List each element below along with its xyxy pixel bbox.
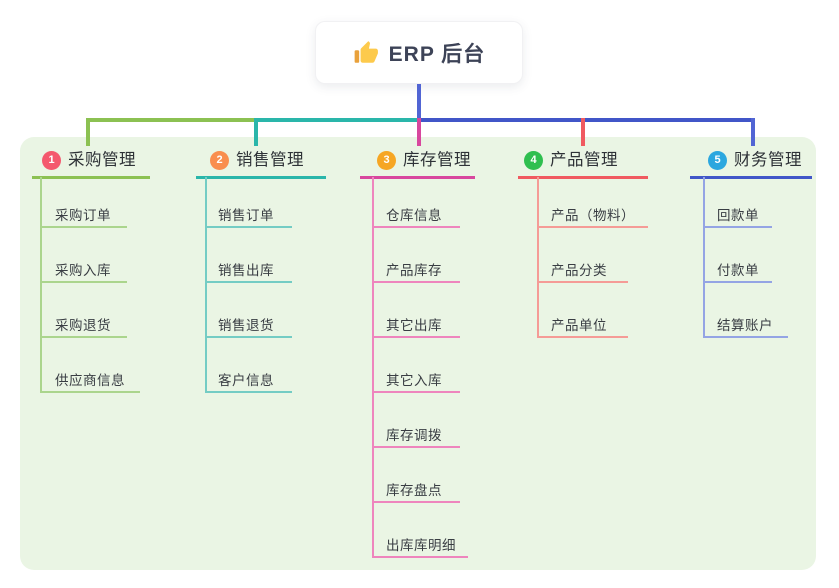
branch-label: 库存管理 (403, 151, 471, 169)
mindmap-node-item[interactable]: 销售订单 (218, 208, 274, 223)
node-underline (372, 446, 460, 448)
drop-line-product (581, 118, 585, 146)
mindmap-node-item[interactable]: 付款单 (717, 263, 759, 278)
mindmap-node-item[interactable]: 回款单 (717, 208, 759, 223)
drop-line-sales (254, 118, 258, 146)
mindmap-node-item[interactable]: 仓库信息 (386, 208, 442, 223)
node-underline (537, 281, 628, 283)
node-underline (372, 556, 468, 558)
node-underline (372, 501, 460, 503)
branch-badge: 2 (210, 151, 229, 170)
drop-line-purchase (86, 118, 90, 146)
branch-underline (690, 176, 812, 179)
top-connector-segment-green (86, 118, 256, 122)
mindmap-node-item[interactable]: 产品分类 (551, 263, 607, 278)
node-underline (40, 336, 127, 338)
branch-underline (360, 176, 475, 179)
mindmap-node-item[interactable]: 出库库明细 (386, 538, 456, 553)
subtree-line (40, 177, 42, 393)
branch-label: 产品管理 (550, 151, 618, 169)
subtree-line (703, 177, 705, 338)
mindmap-node-item[interactable]: 产品（物料） (551, 208, 635, 223)
mindmap-node-item[interactable]: 库存盘点 (386, 483, 442, 498)
node-underline (205, 226, 292, 228)
branch-label: 采购管理 (68, 151, 136, 169)
node-underline (205, 281, 292, 283)
top-connector-segment-blue (417, 118, 755, 122)
branch-underline (518, 176, 648, 179)
mindmap-node-item[interactable]: 库存调拨 (386, 428, 442, 443)
mindmap-node-item[interactable]: 其它出库 (386, 318, 442, 333)
node-underline (40, 391, 140, 393)
branch-label: 销售管理 (236, 151, 304, 169)
node-underline (205, 391, 292, 393)
node-underline (372, 226, 460, 228)
branch-underline (32, 176, 150, 179)
drop-line-inventory (417, 118, 421, 146)
mindmap-node-item[interactable]: 采购退货 (55, 318, 111, 333)
subtree-line (205, 177, 207, 393)
node-underline (703, 336, 788, 338)
mindmap-node-item[interactable]: 其它入库 (386, 373, 442, 388)
node-underline (40, 226, 127, 228)
branch-badge: 4 (524, 151, 543, 170)
mindmap-node-item[interactable]: 产品单位 (551, 318, 607, 333)
node-underline (372, 336, 460, 338)
node-underline (537, 226, 648, 228)
node-underline (40, 281, 127, 283)
branch-badge: 3 (377, 151, 396, 170)
root-connector-line (417, 84, 421, 120)
node-underline (372, 281, 460, 283)
subtree-line (537, 177, 539, 338)
node-underline (703, 281, 772, 283)
mindmap-node-item[interactable]: 结算账户 (717, 318, 773, 333)
drop-line-finance (751, 118, 755, 146)
panel-background (20, 137, 816, 570)
branch-badge: 5 (708, 151, 727, 170)
root-node[interactable]: ERP 后台 (315, 21, 523, 84)
subtree-line (372, 177, 374, 558)
mindmap-node-item[interactable]: 客户信息 (218, 373, 274, 388)
branch-underline (196, 176, 326, 179)
thumbs-up-icon (353, 40, 379, 66)
mindmap-node-item[interactable]: 销售退货 (218, 318, 274, 333)
node-underline (205, 336, 292, 338)
root-title: ERP 后台 (388, 42, 486, 66)
top-connector-segment-teal (254, 118, 419, 122)
mindmap-node-item[interactable]: 产品库存 (386, 263, 442, 278)
mindmap-node-item[interactable]: 销售出库 (218, 263, 274, 278)
branch-badge: 1 (42, 151, 61, 170)
mindmap-node-item[interactable]: 采购入库 (55, 263, 111, 278)
mindmap-node-item[interactable]: 采购订单 (55, 208, 111, 223)
node-underline (372, 391, 460, 393)
branch-label: 财务管理 (734, 151, 802, 169)
mindmap-node-item[interactable]: 供应商信息 (55, 373, 125, 388)
node-underline (703, 226, 772, 228)
node-underline (537, 336, 628, 338)
